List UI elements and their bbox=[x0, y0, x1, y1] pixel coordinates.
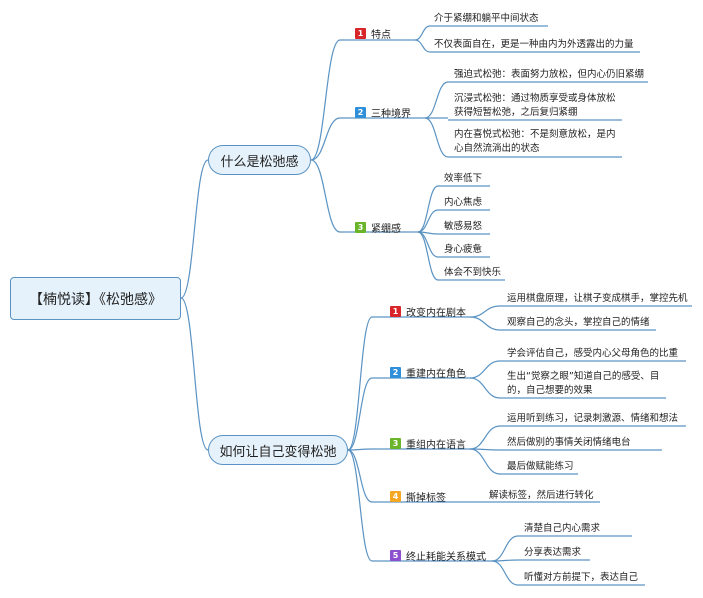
leaf[interactable]: 强迫式松弛：表面努力放松，但内心仍旧紧绷 bbox=[454, 69, 645, 80]
leaf[interactable]: 敏感易怒 bbox=[444, 221, 483, 232]
connector-line bbox=[347, 377, 373, 451]
subtopic-three-levels[interactable]: 2 三种境界 bbox=[355, 105, 411, 120]
subtopic-label: 改变内在剧本 bbox=[406, 308, 466, 319]
root-label: 【楠悦读】《松弛感》 bbox=[29, 291, 162, 308]
connector-line bbox=[469, 448, 501, 475]
branch-what-is-relaxation[interactable]: 什么是松弛感 bbox=[208, 145, 311, 175]
connector-line bbox=[469, 316, 501, 331]
leaf[interactable]: 体会不到快乐 bbox=[444, 267, 502, 278]
subtopic-label: 终止耗能关系模式 bbox=[406, 552, 486, 563]
priority-4-icon: 4 bbox=[390, 491, 401, 502]
connector-line bbox=[491, 560, 519, 586]
leaf[interactable]: 观察自己的念头，掌控自己的情绪 bbox=[507, 317, 650, 328]
connector-line bbox=[491, 535, 519, 562]
connector-line bbox=[310, 117, 341, 161]
leaf[interactable]: 介于紧绷和躺平中间状态 bbox=[434, 13, 539, 24]
connector-line bbox=[469, 305, 501, 318]
subtopic-label: 撕掉标签 bbox=[406, 493, 446, 504]
connector-line bbox=[347, 316, 373, 451]
connector-line bbox=[417, 185, 439, 233]
leaf[interactable]: 清楚自己内心需求 bbox=[524, 523, 601, 534]
priority-1-icon: 1 bbox=[390, 306, 401, 317]
leaf[interactable]: 内心焦虑 bbox=[444, 197, 483, 208]
connector-line bbox=[414, 25, 431, 41]
connector-line bbox=[180, 159, 209, 299]
leaf[interactable]: 沉浸式松弛：通过物质享受或身体放松获得短暂松弛，之后复归紧绷 bbox=[454, 93, 616, 118]
subtopic-reorganize-language[interactable]: 3 重组内在语言 bbox=[390, 436, 466, 451]
subtopic-label: 特点 bbox=[371, 30, 391, 41]
connector-line bbox=[414, 39, 431, 53]
connector-line bbox=[469, 377, 501, 399]
priority-2-icon: 2 bbox=[390, 367, 401, 378]
leaf[interactable]: 最后做赋能练习 bbox=[507, 461, 574, 472]
branch-how-to-relax[interactable]: 如何让自己变得松弛 bbox=[208, 435, 348, 465]
subtopic-change-script[interactable]: 1 改变内在剧本 bbox=[390, 304, 466, 319]
leaf[interactable]: 然后做别的事情关闭情绪电台 bbox=[507, 437, 631, 448]
subtopic-tension[interactable]: 3 紧绷感 bbox=[355, 220, 401, 235]
subtopic-features[interactable]: 1 特点 bbox=[355, 26, 391, 41]
leaf[interactable]: 运用棋盘原理，让棋子变成棋手，掌控先机 bbox=[507, 293, 688, 304]
leaf[interactable]: 解读标签，然后进行转化 bbox=[489, 490, 594, 501]
priority-5-icon: 5 bbox=[390, 550, 401, 561]
connector-line bbox=[310, 39, 341, 161]
priority-1-icon: 1 bbox=[355, 28, 366, 39]
connector-line bbox=[417, 209, 439, 233]
subtopic-label: 重建内在角色 bbox=[406, 369, 466, 380]
subtopic-label: 重组内在语言 bbox=[406, 440, 466, 451]
connector-line bbox=[417, 231, 439, 281]
branch-label: 什么是松弛感 bbox=[220, 154, 299, 170]
connector-line bbox=[310, 159, 341, 233]
subtopic-label: 三种境界 bbox=[371, 109, 411, 120]
connector-line bbox=[347, 448, 373, 451]
leaf[interactable]: 不仅表面自在，更是一种由内为外透露出的力量 bbox=[434, 39, 634, 50]
root-topic[interactable]: 【楠悦读】《松弛感》 bbox=[10, 277, 181, 320]
connector-line bbox=[347, 449, 373, 503]
leaf[interactable]: 学会评估自己，感受内心父母角色的比重 bbox=[507, 348, 679, 359]
leaf[interactable]: 内在喜悦式松弛：不是刻意放松，是内心自然流淌出的状态 bbox=[454, 129, 616, 154]
leaf[interactable]: 身心疲惫 bbox=[444, 244, 483, 255]
connector-line bbox=[469, 425, 501, 450]
connector-line bbox=[180, 297, 209, 451]
connector-line bbox=[424, 81, 449, 119]
subtopic-end-draining-relationship[interactable]: 5 终止耗能关系模式 bbox=[390, 548, 486, 563]
subtopic-rebuild-role[interactable]: 2 重建内在角色 bbox=[390, 365, 466, 380]
branch-label: 如何让自己变得松弛 bbox=[219, 444, 337, 460]
priority-2-icon: 2 bbox=[355, 107, 366, 118]
priority-3-icon: 3 bbox=[390, 438, 401, 449]
leaf[interactable]: 听懂对方前提下，表达自己 bbox=[524, 572, 639, 583]
connector-line bbox=[347, 449, 373, 562]
priority-3-icon: 3 bbox=[355, 222, 366, 233]
leaf[interactable]: 分享表达需求 bbox=[524, 547, 582, 558]
leaf[interactable]: 运用听到练习，记录刺激源、情绪和想法 bbox=[507, 413, 679, 424]
connector-line bbox=[469, 360, 501, 379]
subtopic-label: 紧绷感 bbox=[371, 224, 401, 235]
leaf[interactable]: 生出“觉察之眼”知道自己的感受、目的，自己想要的效果 bbox=[507, 371, 660, 396]
leaf[interactable]: 效率低下 bbox=[444, 173, 483, 184]
connector-line bbox=[424, 117, 449, 158]
subtopic-tear-labels[interactable]: 4 撕掉标签 bbox=[390, 489, 446, 504]
